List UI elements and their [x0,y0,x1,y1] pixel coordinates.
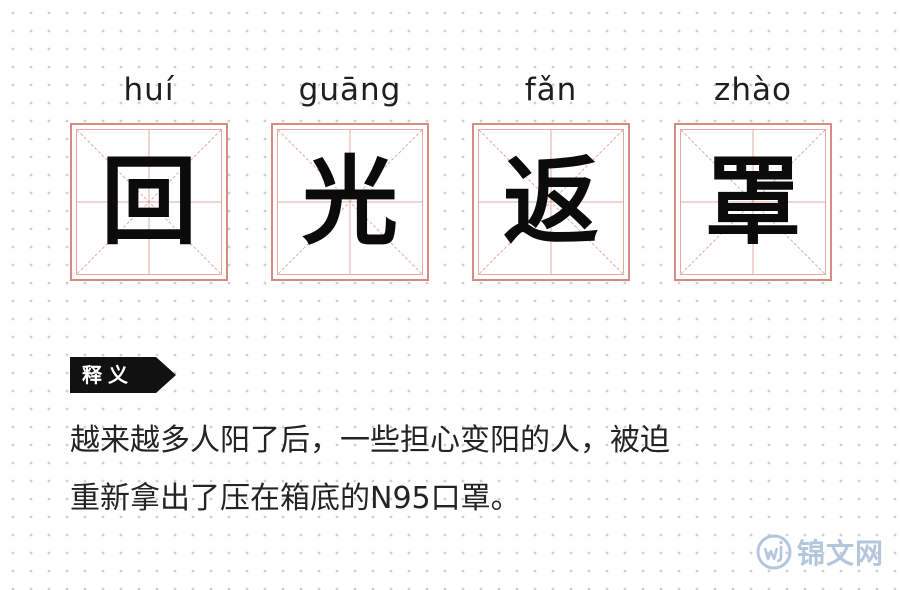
hanzi-character: 返 [503,145,599,258]
watermark-text: 锦文网 [796,537,884,570]
grid-guide-lines [77,130,221,274]
definition-line: 越来越多人阳了后，一些担心变阳的人，被迫 [70,423,670,458]
character-card-fan: fǎn 返 [472,0,630,300]
tianzige-grid: 返 [472,123,630,281]
grid-guide-lines [681,130,825,274]
character-card-zhao: zhào 罩 [674,0,832,300]
grid-guide-lines [479,130,623,274]
grid-guide-lines [278,130,422,274]
grid-guides [680,129,826,275]
tag-arrow-shape [70,357,176,393]
grid-guides [277,129,423,275]
pinyin-label: zhào [714,72,792,108]
character-card-guang: guāng 光 [271,0,429,300]
pinyin-label: fǎn [524,72,578,108]
hanzi-character: 光 [302,145,398,258]
character-row: huí 回 guāng [70,0,832,300]
pinyin-label: huí [123,72,175,108]
jw-logo-icon [755,533,793,571]
definition-tag: 释义 [70,357,178,393]
tianzige-grid: 回 [70,123,228,281]
hanzi-character: 罩 [705,145,801,258]
hanzi-character: 回 [101,145,197,258]
pinyin-label: guāng [298,72,402,108]
definition-tag-label: 释义 [82,363,134,387]
watermark: 锦文网 [755,532,884,572]
grid-guides [478,129,624,275]
character-card-hui: huí 回 [70,0,228,300]
tianzige-grid: 罩 [674,123,832,281]
definition-line: 重新拿出了压在箱底的N95口罩。 [70,481,521,516]
tianzige-grid: 光 [271,123,429,281]
grid-guides [76,129,222,275]
definition-text: 越来越多人阳了后，一些担心变阳的人，被迫 重新拿出了压在箱底的N95口罩。 [70,412,860,528]
